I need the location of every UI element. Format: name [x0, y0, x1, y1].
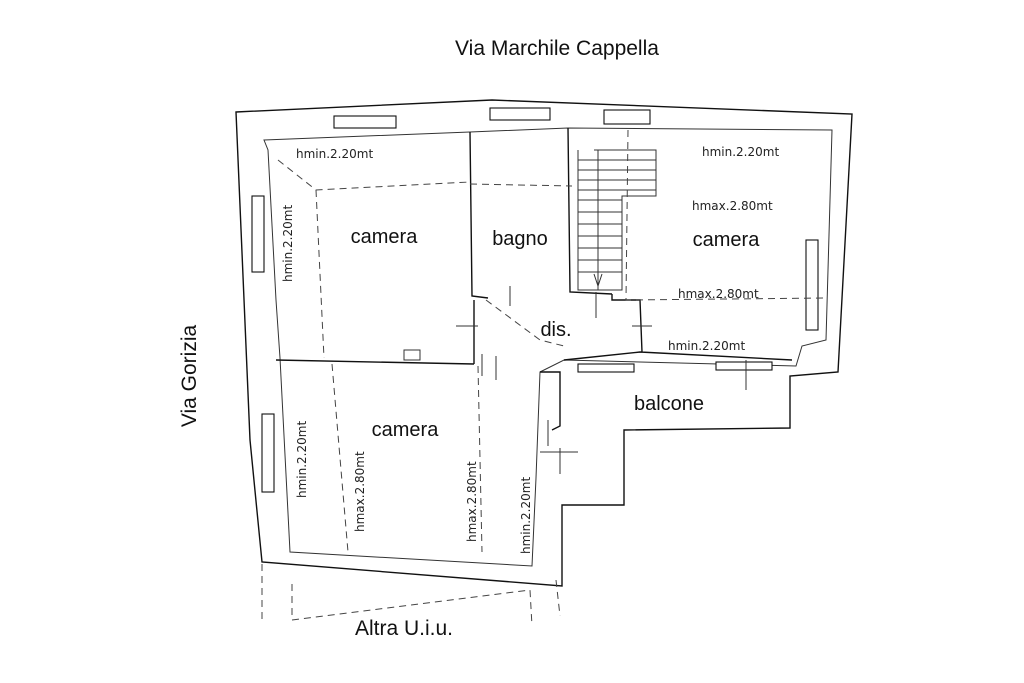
- partition-walls: [275, 127, 793, 431]
- room-label-balcone: balcone: [634, 393, 704, 415]
- room-label-camera-top-left: camera: [351, 226, 419, 248]
- height-label: hmax.2.80mt: [353, 451, 367, 532]
- height-label: hmax.2.80mt: [692, 199, 773, 213]
- door-markers: [403, 286, 747, 474]
- windows: [251, 107, 819, 493]
- height-label: hmin.2.20mt: [519, 477, 533, 554]
- height-label: hmin.2.20mt: [702, 145, 779, 159]
- room-label-bagno: bagno: [492, 228, 548, 250]
- height-label: hmax.2.80mt: [678, 287, 759, 301]
- height-label: hmin.2.20mt: [281, 205, 295, 282]
- height-label: hmin.2.20mt: [296, 147, 373, 161]
- inner-wall: [263, 127, 833, 567]
- street-label-bottom: Altra U.i.u.: [355, 617, 453, 640]
- room-label-camera-bottom: camera: [372, 419, 440, 441]
- height-label: hmin.2.20mt: [668, 339, 745, 353]
- street-label-left: Via Gorizia: [178, 325, 201, 428]
- staircase: [577, 149, 657, 291]
- height-label: hmax.2.80mt: [465, 461, 479, 542]
- height-lines: [261, 129, 827, 627]
- room-label-dis: dis.: [540, 319, 571, 341]
- room-label-camera-top-right: camera: [693, 229, 761, 251]
- street-label-top: Via Marchile Cappella: [455, 37, 659, 60]
- outer-wall: [235, 99, 853, 587]
- height-label: hmin.2.20mt: [295, 421, 309, 498]
